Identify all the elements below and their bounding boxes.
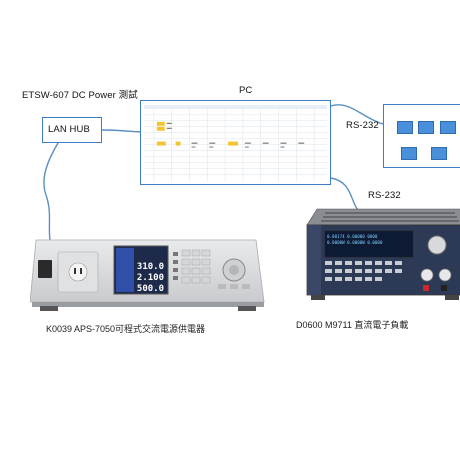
rs232-cable-pc-to-load <box>330 177 359 211</box>
rs232-bottom-label: RS-232 <box>368 190 401 201</box>
power-supply-device <box>30 239 265 311</box>
lan-cable-hub-to-pc <box>101 129 141 133</box>
load-readout: 0.00174 0.00000 0000 0.0000W 0.0000W 0.0… <box>327 234 382 246</box>
port-icon <box>418 121 434 134</box>
lan-hub-box: LAN HUB <box>42 117 102 143</box>
load-readout-line2: 0.0000W 0.0000W 0.0000 <box>327 240 383 245</box>
power-switch-icon <box>38 260 52 278</box>
port-icon <box>431 147 447 160</box>
pc-label: PC <box>239 85 253 96</box>
rs232-top-label: RS-232 <box>346 120 379 131</box>
voltage-readout: 310.0 <box>136 262 164 272</box>
current-readout: 2.100 <box>136 273 164 283</box>
port-icon <box>401 147 417 160</box>
terminal-icon <box>438 268 452 282</box>
pc-screen <box>140 100 331 185</box>
load-display <box>324 230 414 258</box>
electronic-load-device <box>306 208 460 300</box>
load-caption: D0600 M9711 直流電子負載 <box>296 320 409 330</box>
rs232-device-box <box>383 104 460 168</box>
load-readout-line1: 0.00174 0.00000 0000 <box>327 234 378 239</box>
load-knob-icon <box>427 235 447 255</box>
terminal-icon <box>420 268 434 282</box>
power-supply-caption: K0039 APS-7050可程式交流電源供電器 <box>46 324 206 334</box>
spreadsheet-grid <box>144 105 327 183</box>
lan-hub-label: LAN HUB <box>48 124 90 135</box>
power-supply-readout: 310.0 2.100 500.0 <box>136 262 164 295</box>
lan-cable-hub-to-power-supply <box>43 142 59 241</box>
etsw-label: ETSW-607 DC Power 測試 <box>22 90 138 101</box>
port-icon <box>397 121 413 134</box>
port-icon <box>440 121 456 134</box>
power-readout: 500.0 <box>136 284 164 294</box>
rs232-cable-pc-to-device <box>330 104 384 125</box>
